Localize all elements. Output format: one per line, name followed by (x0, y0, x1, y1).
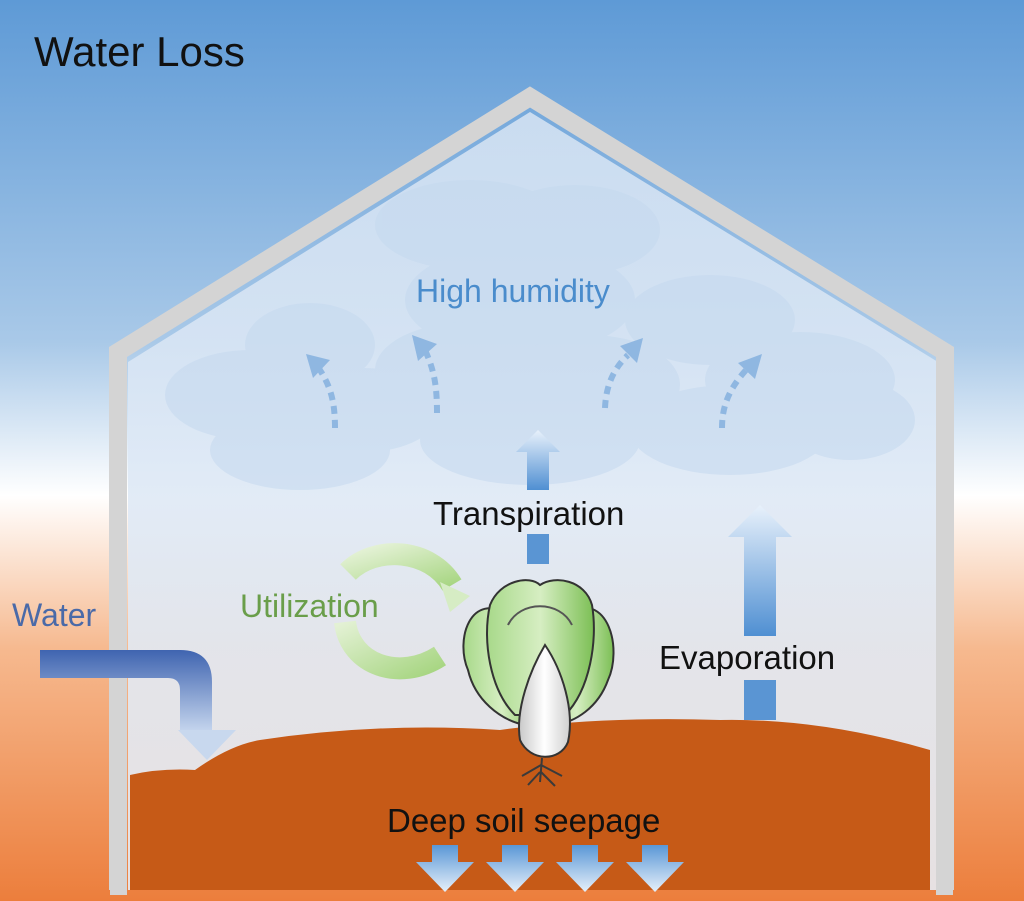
frame-post-right (936, 850, 953, 895)
arrow-up-icon (728, 505, 792, 636)
cloud-icon (625, 275, 915, 475)
arrow-down-icon (178, 730, 236, 760)
cloud-icon (375, 180, 680, 485)
water-inflow-arrow (40, 650, 236, 760)
arrow-up-icon (516, 430, 560, 490)
humidity-arrows (315, 348, 749, 429)
evaporation-label: Evaporation (659, 639, 836, 676)
soil (130, 719, 930, 890)
arrow-down-icon (416, 845, 474, 892)
dotted-arrow-head (306, 354, 330, 378)
transpiration-arrow (516, 430, 560, 564)
high-humidity-label: High humidity (416, 273, 610, 309)
transpiration-label: Transpiration (433, 495, 625, 532)
curved-arrow-icon (334, 619, 446, 680)
humidity-clouds (165, 180, 915, 490)
evaporation-arrow (728, 505, 792, 720)
dotted-arrow-icon (315, 365, 338, 429)
frame-post-left (110, 850, 127, 895)
utilization-label: Utilization (240, 588, 379, 624)
seepage-arrows (416, 845, 684, 892)
plant-leaf-center (486, 579, 595, 716)
arrow-down-icon (486, 845, 544, 892)
dotted-arrow-head (620, 338, 643, 363)
plant-icon (462, 579, 615, 787)
humidity-arrow-heads (306, 335, 762, 379)
curved-arrow-icon (340, 543, 462, 592)
transpiration-arrow-base (527, 534, 549, 564)
dotted-arrow-icon (602, 352, 631, 409)
arrow-down-icon (556, 845, 614, 892)
dotted-arrow-head (412, 335, 437, 361)
deep-soil-seepage-label: Deep soil seepage (387, 802, 661, 839)
curved-arrow-head (440, 582, 470, 612)
plant-stem (518, 643, 571, 758)
water-label: Water (12, 597, 97, 633)
evaporation-arrow-base (744, 680, 776, 720)
diagram-title: Water Loss (34, 28, 245, 75)
dotted-arrow-icon (422, 348, 440, 414)
plant-leaf-vein (507, 605, 573, 626)
greenhouse-frame (109, 86, 954, 890)
root-icon (521, 757, 563, 787)
arrow-down-icon (626, 845, 684, 892)
dotted-arrow-icon (719, 368, 749, 429)
utilization-cycle (334, 543, 470, 680)
dotted-arrow-head (738, 354, 762, 379)
water-pipe-arrow (40, 650, 212, 732)
